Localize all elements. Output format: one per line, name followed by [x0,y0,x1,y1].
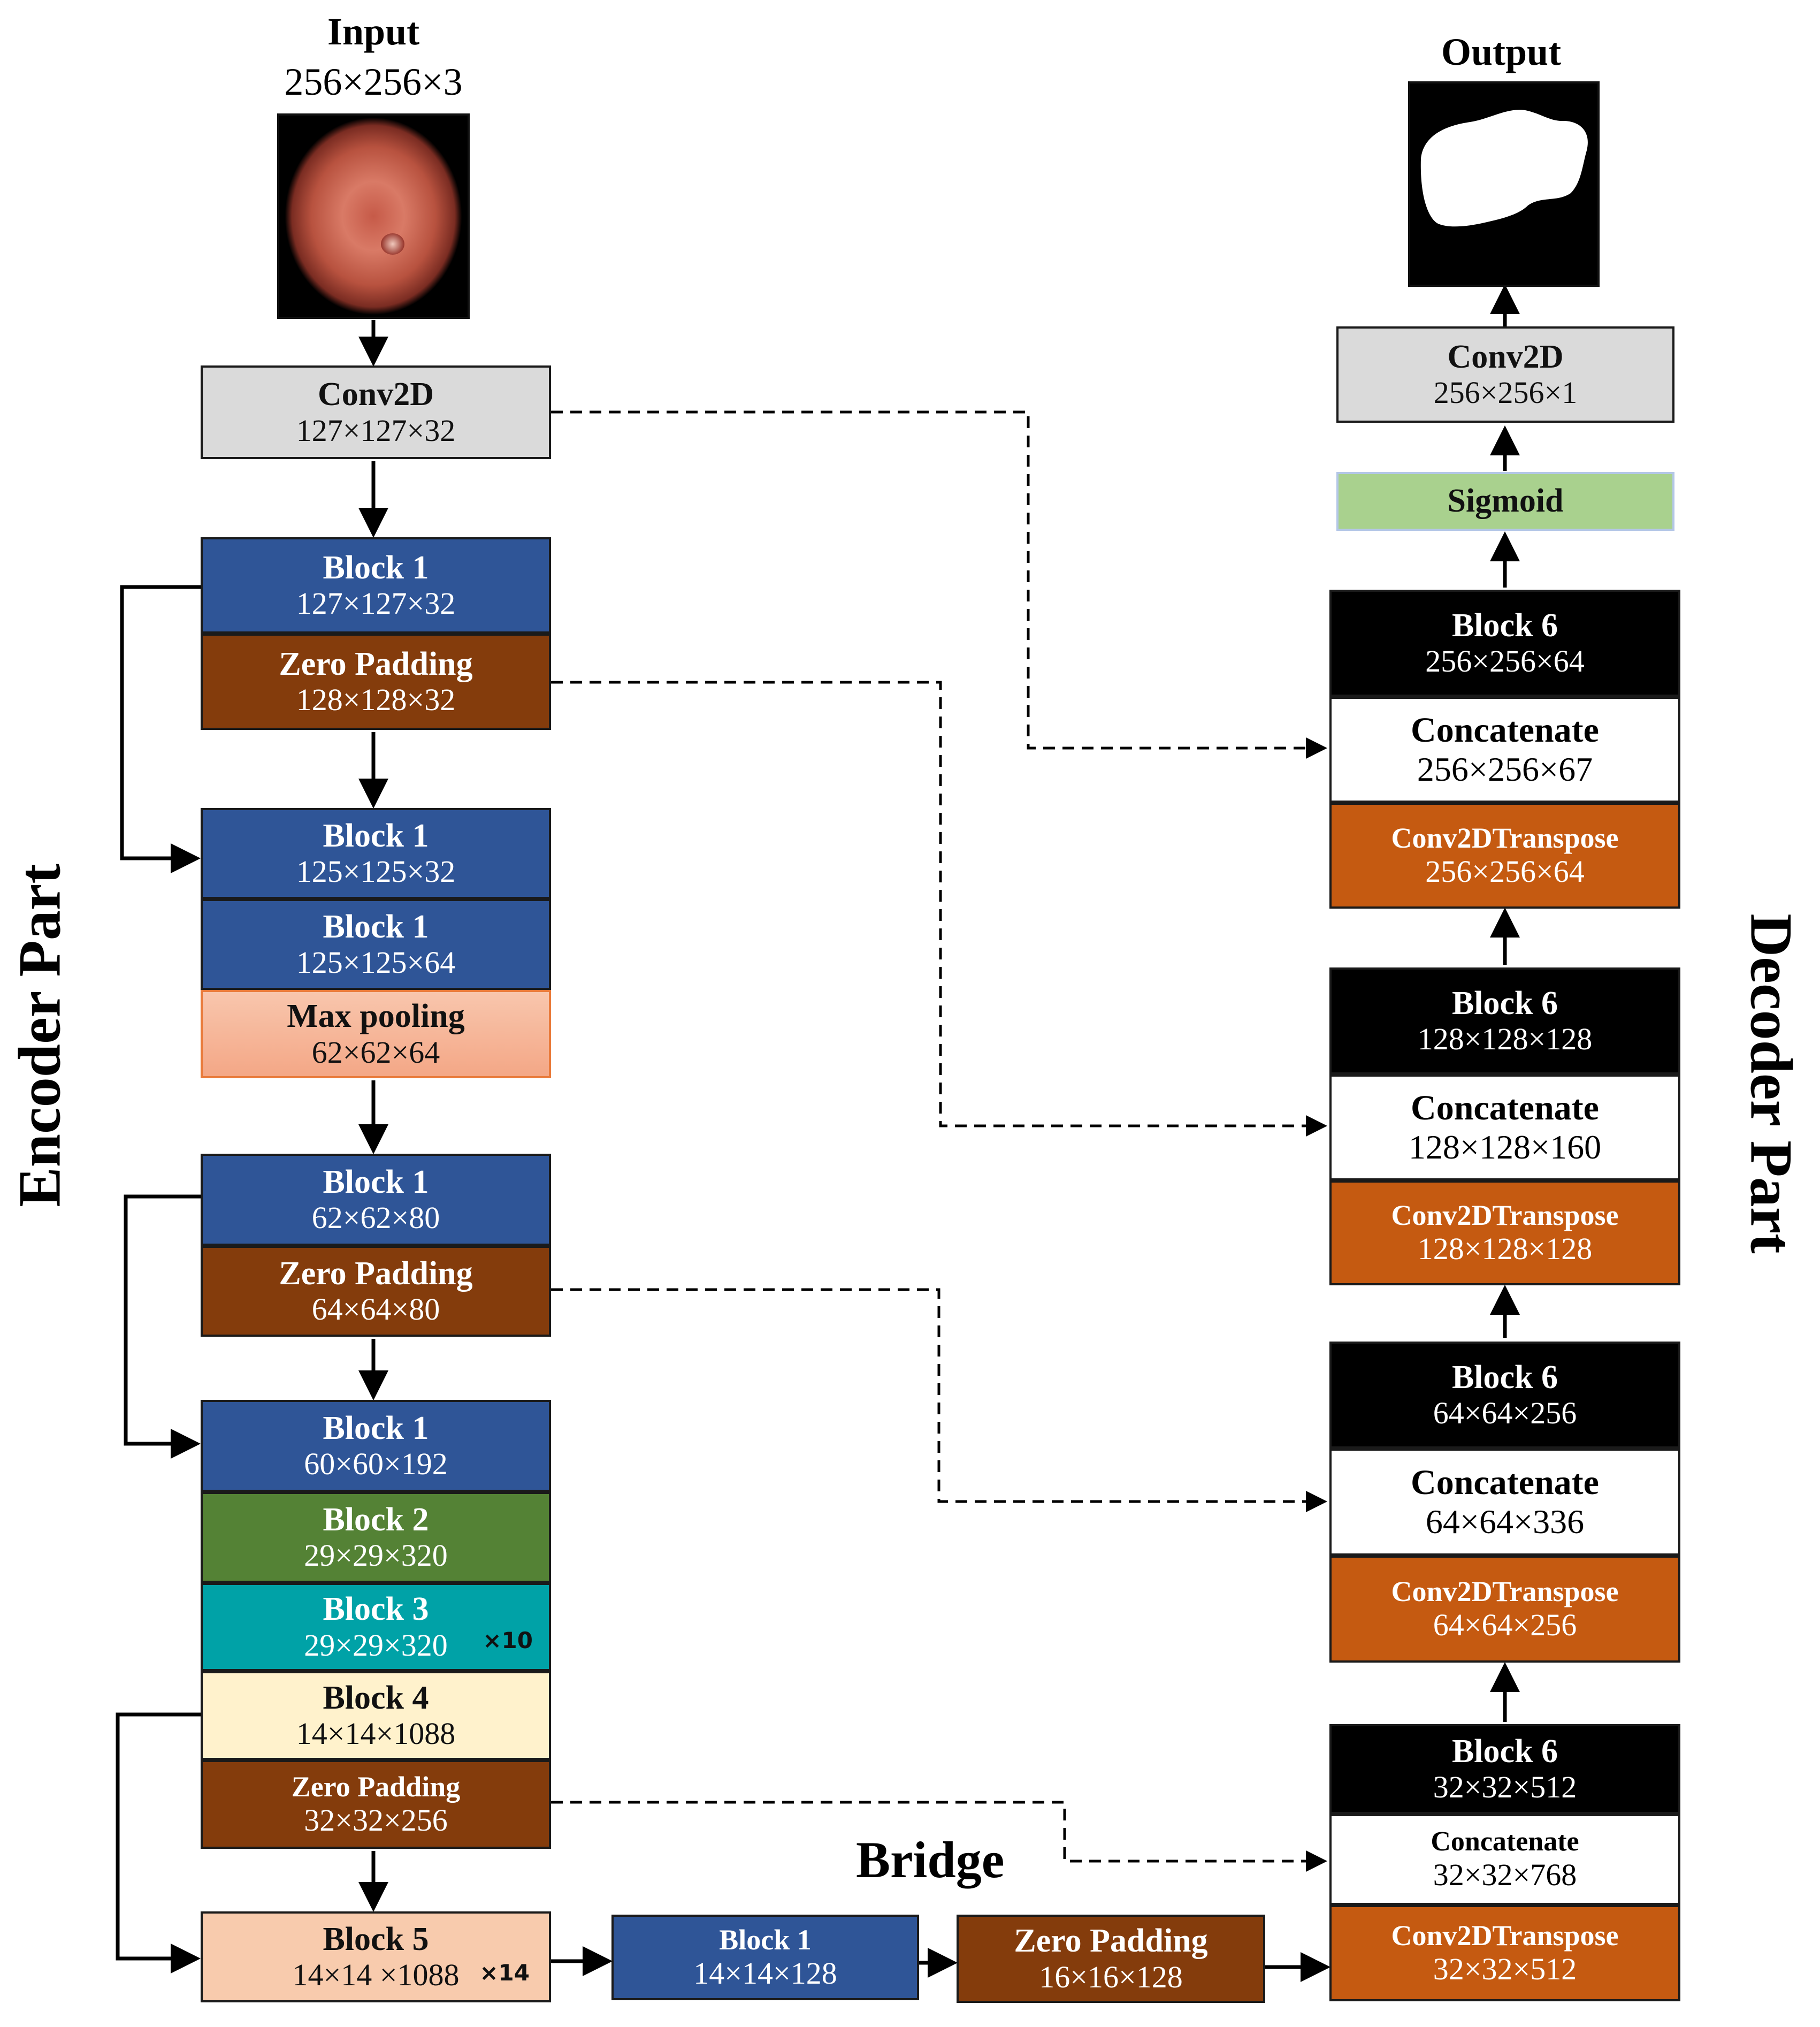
bridge-zero-padding: Zero Padding 16×16×128 [957,1915,1265,2003]
block5-repeat-count: ×14 [479,1959,530,1986]
decoder-block6-4: Block 6 256×256×64 [1329,590,1680,697]
encoder-block1-b: Block 1 125×125×32 [201,808,551,899]
skip-bypass-3 [116,1712,201,1973]
encoder-block3: Block 3 29×29×320 ×10 [201,1583,551,1671]
decoder-conv2dtranspose-4: Conv2DTranspose 256×256×64 [1329,803,1680,909]
decoder-conv2dtranspose-1: Conv2DTranspose 32×32×512 [1329,1905,1680,2001]
encoder-part-label: Encoder Part [6,864,73,1207]
polyp-spot [381,233,404,255]
encoder-block2: Block 2 29×29×320 [201,1492,551,1583]
bridge-block1: Block 1 14×14×128 [611,1915,919,2000]
skip-bypass-1 [120,585,201,873]
decoder-concatenate-2: Concatenate 64×64×336 [1329,1449,1680,1556]
block3-repeat-count: ×10 [483,1627,533,1653]
encoder-zero-padding-2: Zero Padding 64×64×80 [201,1246,551,1337]
decoder-block6-1: Block 6 32×32×512 [1329,1724,1680,1814]
decoder-sigmoid: Sigmoid [1336,472,1674,531]
encoder-block1-e: Block 1 60×60×192 [201,1400,551,1492]
decoder-block6-2: Block 6 64×64×256 [1329,1342,1680,1449]
decoder-part-label: Decoder Part [1738,913,1804,1254]
encoder-block1-c: Block 1 125×125×64 [201,899,551,990]
bridge-label: Bridge [856,1831,1005,1888]
decoder-conv2dtranspose-3: Conv2DTranspose 128×128×128 [1329,1180,1680,1285]
decoder-concatenate-1: Concatenate 32×32×768 [1329,1814,1680,1905]
decoder-block6-3: Block 6 128×128×128 [1329,967,1680,1075]
encoder-zero-padding-3: Zero Padding 32×32×256 [201,1760,551,1849]
input-endoscopy-image [277,113,470,319]
output-mask-image [1408,81,1600,287]
output-title: Output [1441,31,1562,73]
skip-connection-zeropad1 [551,681,1327,1137]
segmentation-mask [1420,110,1588,227]
decoder-conv2dtranspose-2: Conv2DTranspose 64×64×256 [1329,1556,1680,1663]
encoder-block1-d: Block 1 62×62×80 [201,1154,551,1246]
input-title: Input [327,10,420,53]
skip-connection-zeropad3 [551,1801,1327,1872]
decoder-concatenate-4: Concatenate 256×256×67 [1329,697,1680,803]
encoder-block4: Block 4 14×14×1088 [201,1671,551,1760]
encoder-block1-a: Block 1 127×127×32 [201,537,551,634]
decoder-concatenate-3: Concatenate 128×128×160 [1329,1075,1680,1180]
encoder-conv2d: Conv2D 127×127×32 [201,365,551,459]
input-size: 256×256×3 [284,60,463,103]
encoder-max-pooling: Max pooling 62×62×64 [201,990,551,1078]
skip-bypass-2 [124,1194,201,1459]
encoder-zero-padding-1: Zero Padding 128×128×32 [201,634,551,730]
encoder-block5: Block 5 14×14 ×1088 ×14 [201,1911,551,2002]
skip-connection-conv2d [551,410,1327,759]
mask-region [1420,110,1588,227]
decoder-conv2d: Conv2D 256×256×1 [1336,326,1674,423]
skip-connection-zeropad2 [551,1288,1327,1512]
